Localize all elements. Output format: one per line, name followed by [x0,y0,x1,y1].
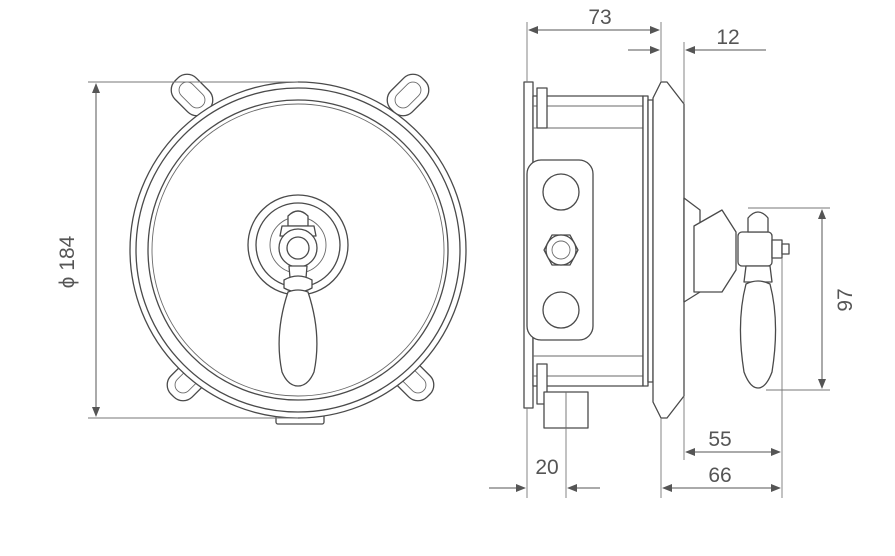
cover-plate-profile [652,81,685,419]
diameter-dimension [88,81,298,419]
pipe-20-dimension [489,408,600,498]
height-97-label: 97 [834,288,857,311]
depth-55-label: 55 [708,428,731,451]
offset-12-label: 12 [716,26,739,49]
depth-55-dimension [683,258,783,498]
lever-handle-side [683,197,790,389]
pipe-20-label: 20 [535,456,558,479]
center-nut [543,234,579,266]
depth-66-label: 66 [708,464,731,487]
diameter-label: ϕ 184 [56,235,79,288]
front-view: ϕ 184 [56,73,467,425]
offset-12-dimension [628,42,766,104]
upper-port [542,173,580,211]
cover-plate-ring [135,87,461,413]
side-view: 73 12 97 55 66 [489,6,857,498]
cover-plate-inner-ring [147,99,449,401]
height-97-dimension [748,207,830,391]
depth-66-dimension [660,418,781,498]
depth-73-label: 73 [588,6,611,29]
lever-handle-front [278,210,318,387]
depth-73-dimension [526,22,662,82]
lower-port [542,291,580,329]
